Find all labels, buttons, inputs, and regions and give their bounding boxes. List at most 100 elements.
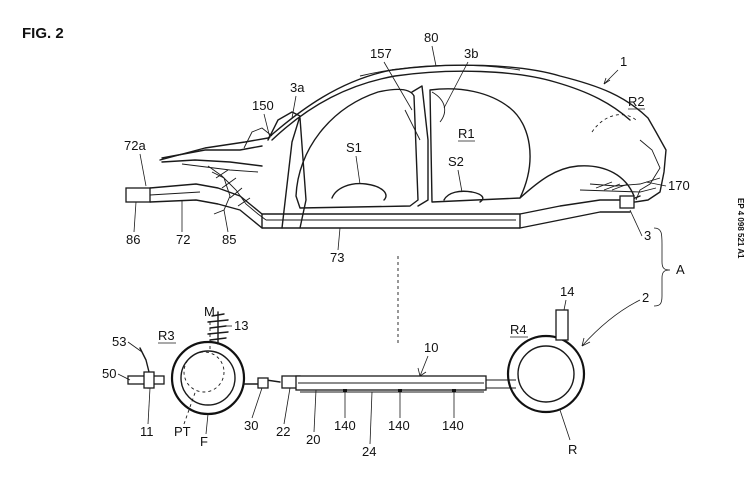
front-apron-hatch [215,169,251,207]
figure-title: FIG. 2 [22,25,64,42]
label-73: 73 [330,250,344,265]
rear-wheel-rim [517,345,575,403]
leader-3 [629,209,643,237]
mount-140a [343,389,347,392]
rear-hatching [595,181,629,191]
label-140c: 140 [442,418,464,433]
mount-140b [398,389,402,392]
suspension-housing-85 [211,171,231,215]
label-R3: R3 [158,328,175,343]
a-pillar-3a [267,111,301,229]
mount-140c [452,389,456,392]
leader-14 [563,299,567,311]
label-72a: 72a [124,138,146,153]
leader-S1 [355,155,361,185]
rear-quarter [519,165,635,199]
leader-170 [645,181,667,187]
leader-30 [251,387,263,419]
label-PT: PT [174,424,191,439]
label-150: 150 [252,98,274,113]
leader-F [205,413,209,435]
leader-20 [313,389,317,433]
rear-region-r2-outline [591,114,637,133]
hood-upper [161,145,263,159]
label-3a: 3a [290,80,305,95]
sill-and-frames [125,171,641,229]
leader-22 [283,387,291,425]
label-53: 53 [112,334,126,349]
label-86: 86 [126,232,140,247]
rear-frame-lower [579,187,657,193]
label-140a: 140 [334,418,356,433]
label-1: 1 [620,54,627,69]
label-11: 11 [140,424,154,439]
front-structure-150 [243,127,273,149]
label-M: M [204,304,215,319]
front-wheel-rim [180,350,236,406]
vehicle-body [159,64,667,229]
label-13: 13 [234,318,248,333]
leader-10 [419,355,429,377]
leader-85 [223,209,229,233]
label-S2: S2 [448,154,464,169]
leader-53 [127,341,143,353]
b-pillar-157 [411,85,429,207]
hood-inner [181,163,259,173]
label-F: F [200,434,208,449]
rear-wheel-R [506,334,586,414]
label-50: 50 [102,366,116,381]
a-pillar-inner [299,117,307,229]
leader-73 [337,227,341,251]
label-24: 24 [362,444,376,459]
label-3: 3 [644,228,651,243]
label-R4: R4 [510,322,527,337]
label-S1: S1 [346,140,362,155]
body-outer-profile [159,64,667,205]
label-22: 22 [276,424,290,439]
leader-86 [133,201,137,233]
assembly-bracket [653,227,671,307]
leader-72a [139,153,147,187]
publication-number: EP 4 098 521 A1 [736,198,745,259]
label-10: 10 [424,340,438,355]
leader-1 [603,69,619,85]
leader-24 [369,391,373,445]
label-14: 14 [560,284,574,299]
front-frame-72 [149,183,263,229]
arrow-1 [603,77,611,85]
front-frame-72a [149,191,201,196]
leader-2 [581,299,641,347]
bumper-mount [143,371,155,389]
label-R2: R2 [628,94,645,109]
label-80: 80 [424,30,438,45]
leader-157 [383,61,413,111]
label-20: 20 [306,432,320,447]
lower-chassis [127,309,586,416]
rear-damper-14 [555,309,569,341]
label-85: 85 [222,232,236,247]
leader-3b [443,61,469,109]
rear-door-opening [429,88,531,203]
arrow-10 [417,367,427,377]
roof-panel-80 [359,64,521,77]
seat-s1 [331,182,387,201]
label-170: 170 [668,178,690,193]
label-2: 2 [642,290,649,305]
front-door-opening [295,88,419,209]
seat-s2 [443,190,484,203]
hood-lower [161,159,263,167]
mount-30 [257,377,269,389]
rear-bumper-beam [619,195,635,209]
label-157: 157 [370,46,392,61]
roof-inner-line [271,70,631,141]
label-A: A [676,262,685,277]
leader-150 [263,113,271,139]
label-72: 72 [176,232,190,247]
leader-80 [431,45,437,67]
rear-bumper-structure [635,139,661,201]
motor-M-outline [183,351,225,393]
leader-11 [147,387,151,425]
c-pillar-3b [431,91,446,123]
arrow-2 [581,337,591,347]
